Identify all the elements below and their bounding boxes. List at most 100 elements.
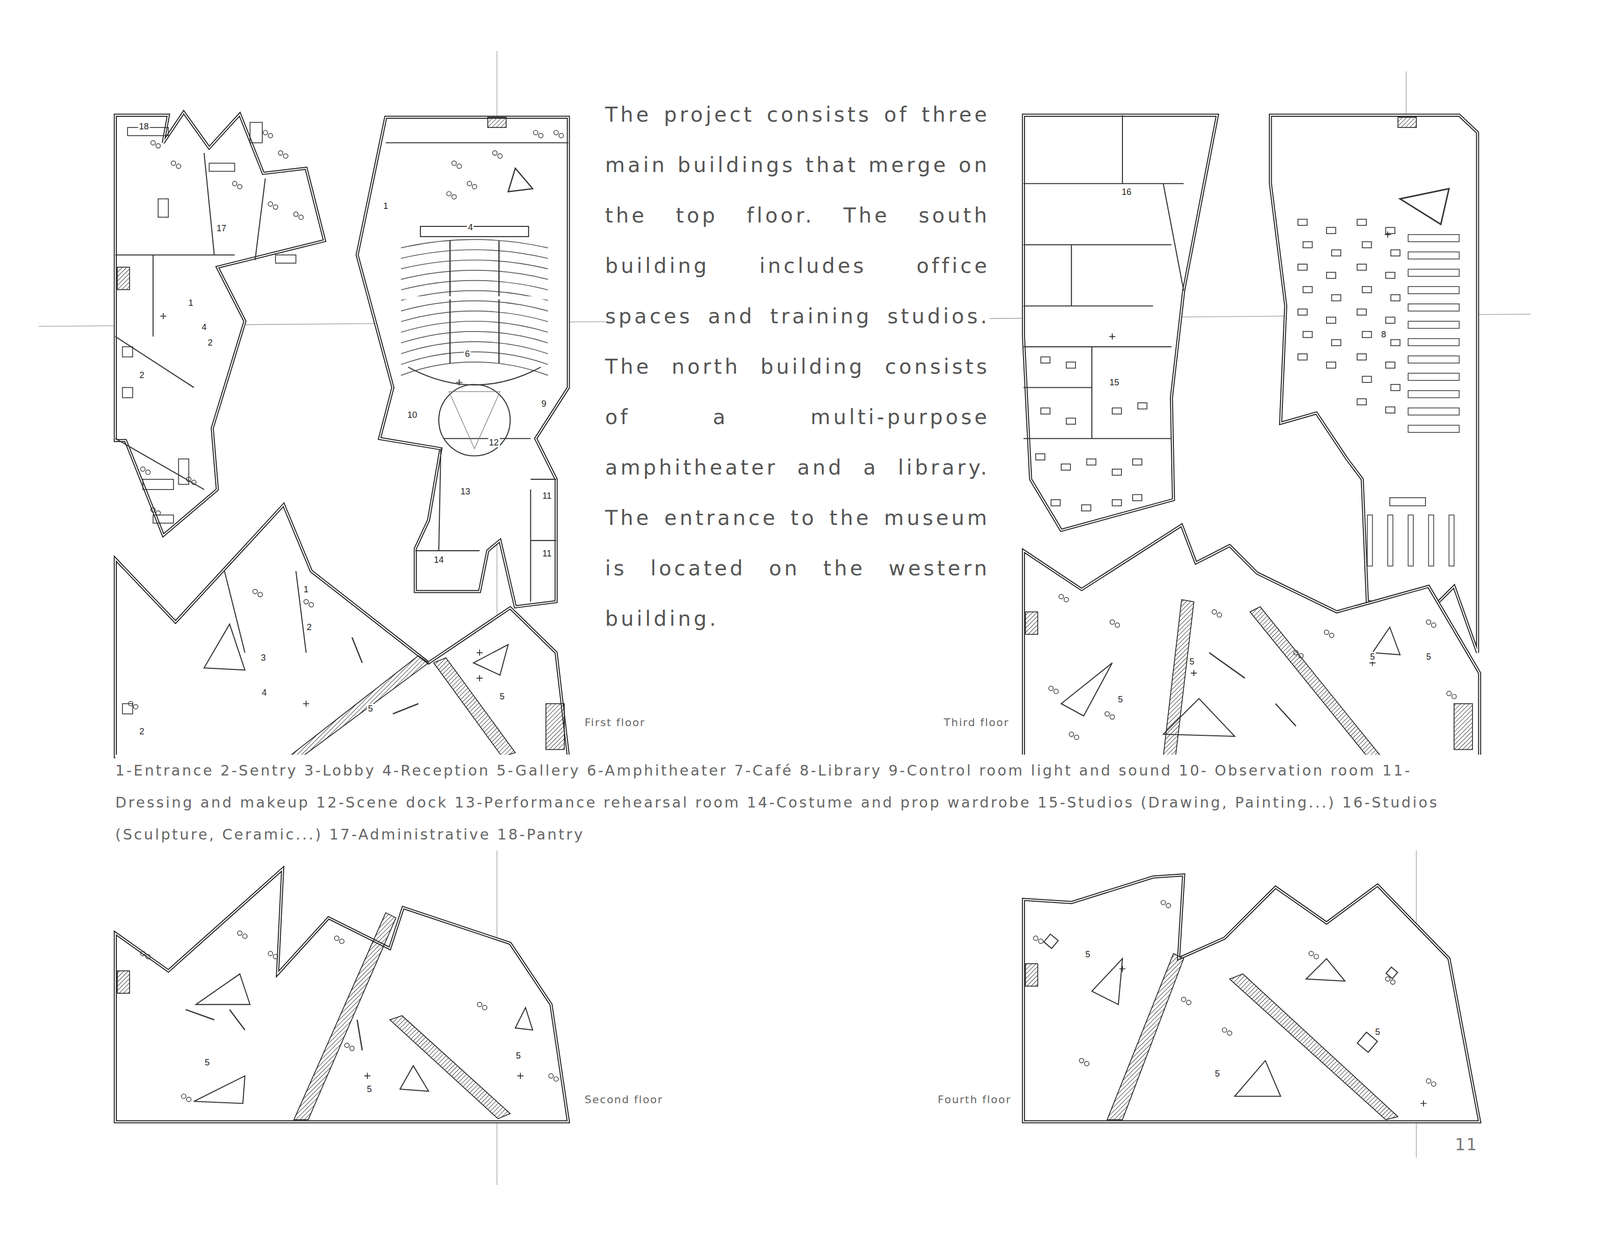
partition-wall bbox=[1023, 305, 1153, 307]
aisle bbox=[498, 240, 500, 364]
studio-desk bbox=[1066, 418, 1076, 425]
reading-table bbox=[1362, 376, 1372, 383]
room-number: 5 bbox=[1424, 652, 1432, 662]
seat bbox=[339, 939, 344, 944]
desk bbox=[275, 255, 296, 264]
studio-desk bbox=[1061, 464, 1071, 471]
exhibit-plinth bbox=[1043, 934, 1059, 949]
wall-inner bbox=[115, 504, 569, 757]
room-number: 5 bbox=[1117, 694, 1124, 705]
desk bbox=[1389, 497, 1426, 507]
seating-row bbox=[400, 352, 548, 365]
exhibit-triangle bbox=[1306, 959, 1345, 982]
bookshelf bbox=[1387, 515, 1393, 567]
room-number: 9 bbox=[540, 399, 548, 409]
reading-table bbox=[1297, 309, 1308, 316]
seat bbox=[349, 1046, 354, 1051]
stair-core bbox=[117, 971, 130, 994]
seat bbox=[1212, 609, 1217, 615]
floor-label: First floor bbox=[583, 716, 647, 729]
reading-table bbox=[1357, 309, 1367, 316]
room-number: 5 bbox=[1374, 1027, 1381, 1038]
studio-desk bbox=[1112, 469, 1122, 476]
reading-table bbox=[1385, 272, 1395, 279]
reading-table bbox=[1357, 264, 1367, 271]
level-mark bbox=[476, 649, 483, 656]
reading-table bbox=[1326, 272, 1336, 279]
stage-front bbox=[420, 226, 529, 237]
seat bbox=[1186, 1000, 1191, 1006]
level-mark bbox=[517, 1072, 524, 1080]
wall-outline bbox=[357, 117, 569, 608]
seat bbox=[237, 184, 242, 189]
partition-wall bbox=[115, 438, 205, 490]
seat bbox=[1109, 714, 1115, 720]
seat bbox=[237, 930, 242, 936]
exhibits bbox=[185, 624, 1400, 1104]
bookshelf bbox=[1408, 234, 1459, 242]
wall-outline bbox=[115, 112, 325, 536]
seating-row bbox=[400, 290, 548, 301]
stair-band bbox=[1249, 607, 1380, 757]
room-number: 15 bbox=[1108, 377, 1120, 388]
bookshelf bbox=[1367, 515, 1373, 567]
guide-lines bbox=[38, 50, 1531, 1186]
wall-outline bbox=[1023, 115, 1218, 531]
room-key: 1-Entrance 2-Sentry 3-Lobby 4-Reception … bbox=[115, 754, 1489, 851]
floor-label: Third floor bbox=[943, 716, 1011, 729]
reading-table bbox=[1385, 227, 1395, 234]
partition-wall bbox=[1023, 346, 1172, 348]
seat bbox=[283, 153, 288, 159]
partition-wall bbox=[1121, 115, 1123, 184]
seat bbox=[472, 184, 477, 189]
stair-band bbox=[1163, 599, 1194, 757]
seat bbox=[181, 1094, 186, 1099]
room-number: 1 bbox=[382, 201, 390, 211]
room-number: 2 bbox=[138, 370, 146, 381]
reading-table bbox=[1357, 399, 1367, 406]
partition-wall bbox=[1023, 183, 1184, 185]
stair-band bbox=[288, 656, 429, 757]
stage-edge bbox=[408, 367, 542, 385]
seat bbox=[145, 954, 151, 960]
room-number: 5 bbox=[498, 691, 506, 702]
seat bbox=[1033, 936, 1039, 941]
stair-core bbox=[117, 267, 130, 290]
stair-core bbox=[1397, 117, 1417, 128]
room-number: 13 bbox=[459, 486, 472, 497]
level-mark bbox=[364, 1072, 371, 1080]
desk bbox=[143, 479, 174, 490]
aisle bbox=[449, 240, 451, 364]
reading-table bbox=[1326, 362, 1336, 369]
bookshelf bbox=[1408, 355, 1459, 364]
room-number: 4 bbox=[200, 322, 208, 333]
seating-row bbox=[400, 321, 548, 333]
room-number: 5 bbox=[366, 1084, 373, 1095]
reading-table bbox=[1385, 406, 1395, 414]
exhibit-triangle bbox=[1372, 627, 1401, 656]
seating-row bbox=[400, 362, 548, 376]
room-number: 1 bbox=[187, 298, 195, 308]
seat bbox=[1216, 612, 1222, 618]
seating-row bbox=[400, 280, 548, 290]
studio-desk bbox=[1137, 402, 1148, 410]
seat bbox=[482, 1005, 487, 1010]
seat bbox=[156, 143, 161, 148]
seat bbox=[548, 1073, 554, 1079]
bookshelf bbox=[1449, 515, 1455, 567]
seat bbox=[304, 599, 309, 605]
seat bbox=[456, 163, 462, 169]
wall-inner bbox=[1023, 875, 1480, 1122]
seating-row bbox=[400, 239, 548, 248]
room-number: 2 bbox=[207, 337, 214, 348]
seat bbox=[150, 507, 156, 512]
library-furniture bbox=[1297, 188, 1460, 566]
reading-table bbox=[1331, 339, 1341, 347]
reading-table bbox=[1357, 219, 1367, 226]
seat bbox=[344, 1043, 350, 1048]
seat bbox=[1446, 691, 1452, 696]
wall-inner bbox=[1023, 525, 1480, 758]
wall-inner bbox=[115, 869, 569, 1123]
stage-triangle bbox=[448, 391, 500, 449]
